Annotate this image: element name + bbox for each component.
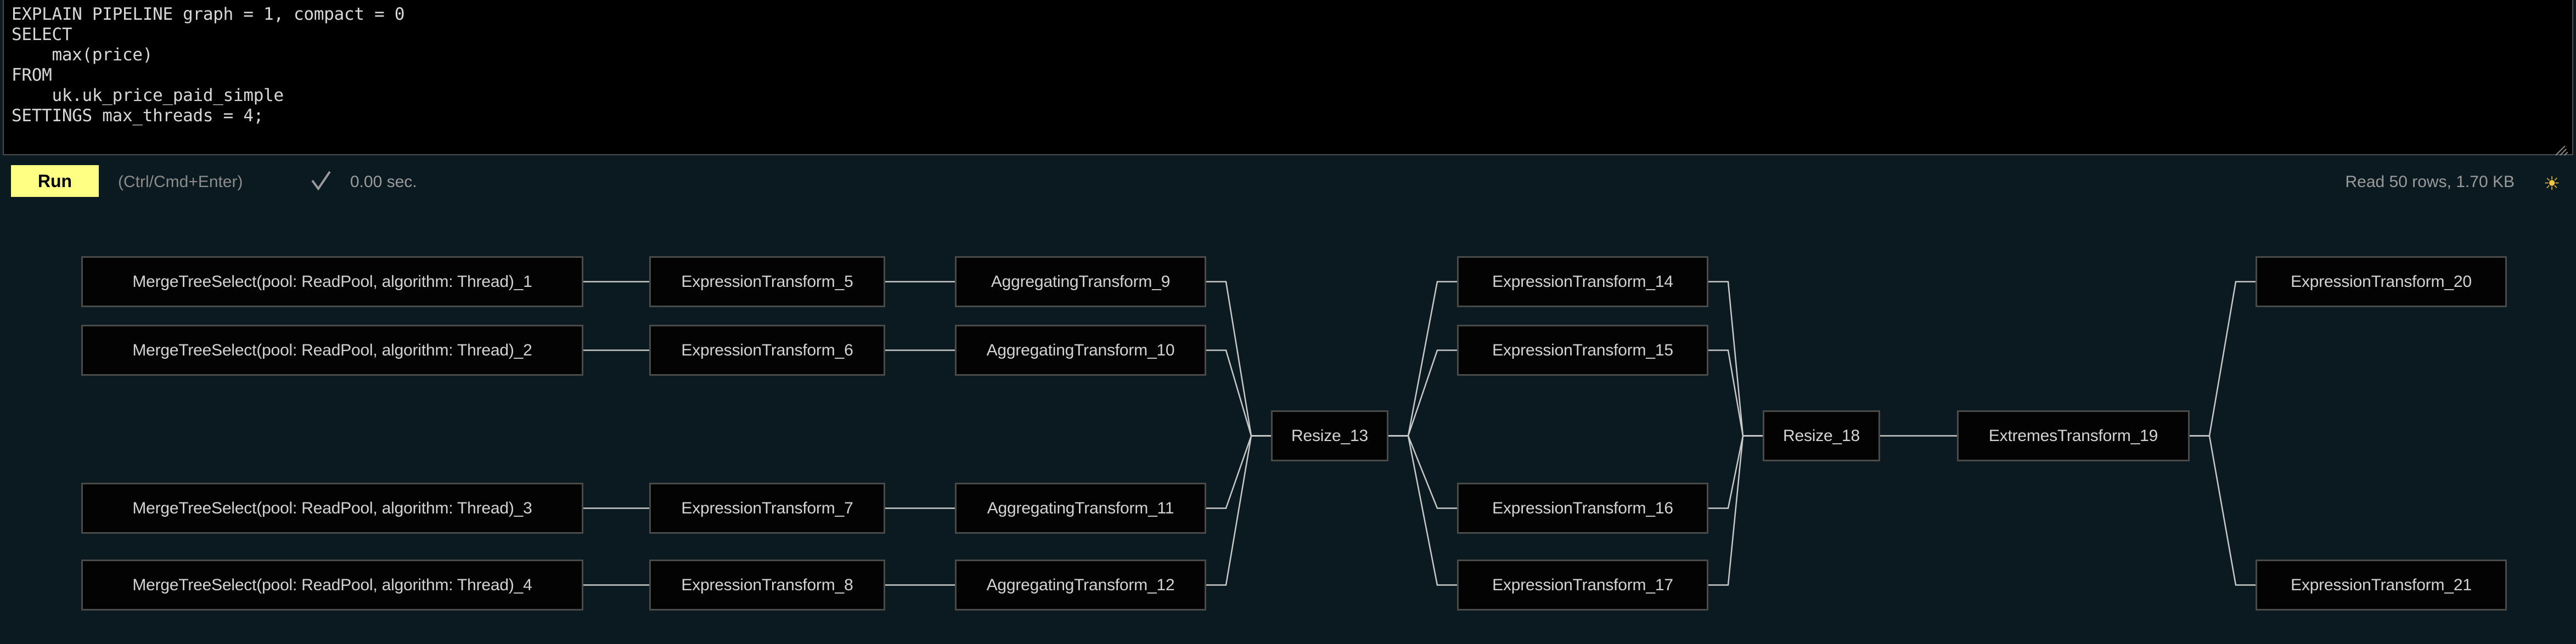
graph-edge — [1206, 435, 1271, 509]
query-read-stats: Read 50 rows, 1.70 KB — [2345, 173, 2515, 191]
graph-node-label: MergeTreeSelect(pool: ReadPool, algorith… — [132, 341, 532, 359]
graph-node[interactable]: MergeTreeSelect(pool: ReadPool, algorith… — [81, 483, 583, 534]
graph-edge — [2190, 435, 2256, 586]
query-toolbar: Run (Ctrl/Cmd+Enter) 0.00 sec. Read 50 r… — [0, 161, 2576, 200]
graph-edge — [1708, 435, 1763, 509]
run-shortcut-hint: (Ctrl/Cmd+Enter) — [118, 173, 243, 191]
query-elapsed-time: 0.00 sec. — [350, 173, 417, 191]
graph-edge — [2190, 281, 2256, 437]
graph-node-label: ExpressionTransform_16 — [1492, 499, 1673, 517]
graph-node-label: ExpressionTransform_21 — [2291, 575, 2472, 594]
graph-node[interactable]: ExpressionTransform_17 — [1457, 560, 1708, 611]
graph-node[interactable]: ExpressionTransform_15 — [1457, 325, 1708, 376]
graph-node-label: ExpressionTransform_6 — [681, 341, 853, 359]
graph-node[interactable]: AggregatingTransform_10 — [955, 325, 1206, 376]
graph-node[interactable]: MergeTreeSelect(pool: ReadPool, algorith… — [81, 560, 583, 611]
graph-node-label: AggregatingTransform_11 — [987, 499, 1174, 517]
graph-node[interactable]: ExpressionTransform_21 — [2256, 560, 2507, 611]
graph-node[interactable]: ExpressionTransform_7 — [649, 483, 885, 534]
graph-node-label: ExpressionTransform_20 — [2291, 272, 2472, 291]
graph-node[interactable]: ExtremesTransform_19 — [1957, 410, 2190, 461]
graph-node-label: ExpressionTransform_8 — [681, 575, 853, 594]
graph-edge — [1388, 435, 1457, 586]
graph-node-label: Resize_18 — [1783, 426, 1860, 445]
graph-node[interactable]: AggregatingTransform_12 — [955, 560, 1206, 611]
graph-node[interactable]: ExpressionTransform_14 — [1457, 256, 1708, 307]
query-editor-container — [0, 0, 2576, 159]
graph-edge — [1388, 281, 1457, 437]
sql-query-input[interactable] — [3, 0, 2573, 155]
graph-node-label: ExtremesTransform_19 — [1988, 426, 2158, 445]
graph-node-label: ExpressionTransform_17 — [1492, 575, 1673, 594]
graph-edge — [1388, 435, 1457, 509]
graph-node-label: AggregatingTransform_10 — [986, 341, 1175, 359]
graph-node[interactable]: ExpressionTransform_8 — [649, 560, 885, 611]
graph-node-label: MergeTreeSelect(pool: ReadPool, algorith… — [132, 272, 532, 291]
graph-edge — [1708, 281, 1763, 437]
graph-node-label: MergeTreeSelect(pool: ReadPool, algorith… — [132, 575, 532, 594]
pipeline-graph-canvas[interactable]: MergeTreeSelect(pool: ReadPool, algorith… — [0, 210, 2576, 644]
check-icon — [310, 171, 332, 193]
graph-node-label: MergeTreeSelect(pool: ReadPool, algorith… — [132, 499, 532, 517]
graph-node[interactable]: MergeTreeSelect(pool: ReadPool, algorith… — [81, 256, 583, 307]
graph-node[interactable]: AggregatingTransform_9 — [955, 256, 1206, 307]
graph-edge — [1708, 349, 1763, 437]
graph-node[interactable]: AggregatingTransform_11 — [955, 483, 1206, 534]
graph-node[interactable]: Resize_13 — [1271, 410, 1388, 461]
graph-node-label: ExpressionTransform_15 — [1492, 341, 1673, 359]
graph-edge — [1708, 435, 1763, 586]
graph-node-label: ExpressionTransform_14 — [1492, 272, 1673, 291]
run-button[interactable]: Run — [11, 165, 99, 197]
graph-node[interactable]: ExpressionTransform_5 — [649, 256, 885, 307]
graph-node-label: AggregatingTransform_9 — [991, 272, 1171, 291]
graph-edge — [1206, 349, 1271, 437]
graph-node[interactable]: ExpressionTransform_6 — [649, 325, 885, 376]
graph-node[interactable]: Resize_18 — [1763, 410, 1880, 461]
graph-edge — [1206, 435, 1271, 586]
graph-node[interactable]: MergeTreeSelect(pool: ReadPool, algorith… — [81, 325, 583, 376]
graph-node[interactable]: ExpressionTransform_16 — [1457, 483, 1708, 534]
graph-edge — [1206, 281, 1271, 437]
graph-node-label: ExpressionTransform_7 — [681, 499, 853, 517]
sun-icon[interactable]: ☀ — [2543, 173, 2561, 194]
graph-edge — [1388, 349, 1457, 437]
graph-node-label: AggregatingTransform_12 — [986, 575, 1175, 594]
graph-node-label: ExpressionTransform_5 — [681, 272, 853, 291]
graph-node[interactable]: ExpressionTransform_20 — [2256, 256, 2507, 307]
graph-node-label: Resize_13 — [1291, 426, 1368, 445]
